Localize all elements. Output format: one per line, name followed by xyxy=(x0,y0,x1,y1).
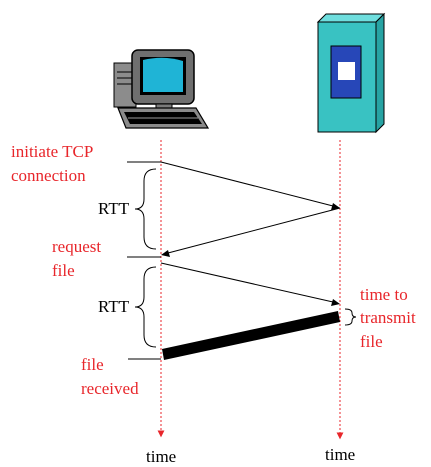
file-received-label-line2: received xyxy=(81,379,139,398)
time-to-transmit-label-line1: time to xyxy=(360,285,408,304)
time-to-transmit-label-line3: file xyxy=(360,332,383,351)
file-received-label-line1: file xyxy=(81,355,104,374)
time-to-transmit-label-line2: transmit xyxy=(360,308,416,327)
rtt-label-2: RTT xyxy=(98,297,130,316)
initiate-tcp-label-line2: connection xyxy=(11,166,86,185)
client-time-label: time xyxy=(146,447,177,466)
synack-arrow xyxy=(161,207,341,257)
initiate-tcp-label-line1: initiate TCP xyxy=(11,142,94,161)
rtt-brace-2 xyxy=(134,266,157,348)
rtt-brace-1 xyxy=(134,168,157,250)
transmit-brace xyxy=(344,308,357,326)
request-arrow xyxy=(160,262,340,306)
server-time-label: time xyxy=(325,445,356,464)
server-tower-icon xyxy=(316,12,386,134)
rtt-label-1: RTT xyxy=(98,199,130,218)
request-file-label-line1: request xyxy=(52,237,102,256)
file-transmission-bar xyxy=(162,311,340,360)
desktop-computer-icon xyxy=(113,49,210,129)
syn-arrow xyxy=(160,161,340,210)
request-file-label-line2: file xyxy=(52,261,75,280)
